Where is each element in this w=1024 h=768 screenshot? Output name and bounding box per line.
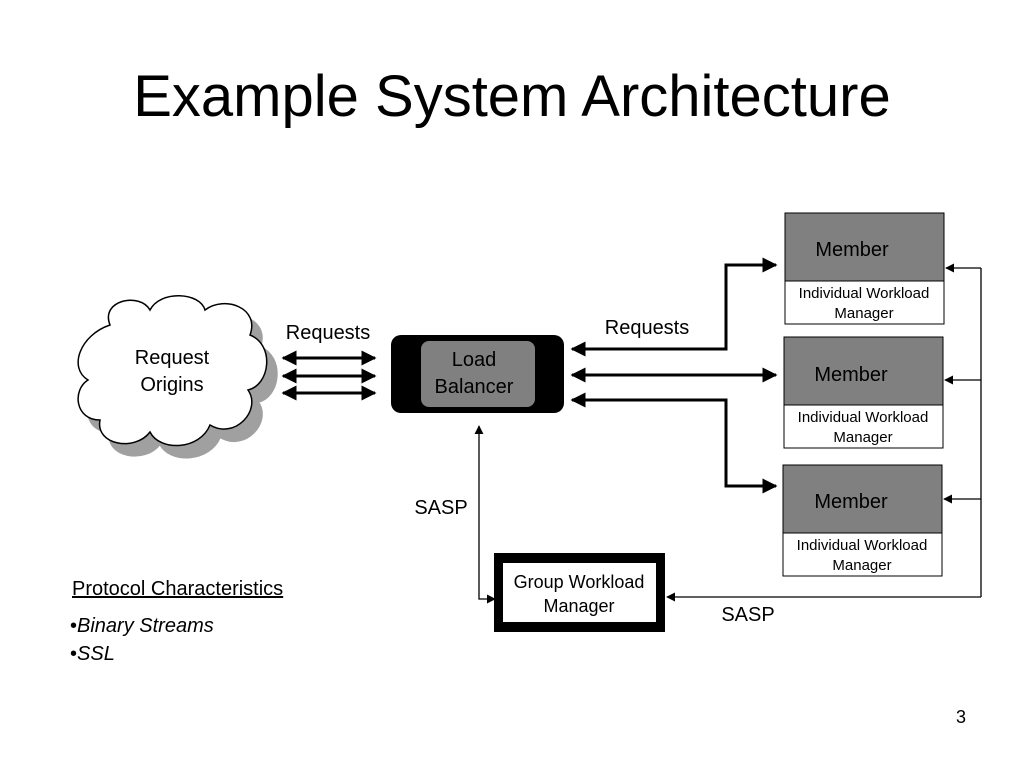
gwm-label-line1: Group Workload (514, 572, 645, 592)
group-workload-manager: Group Workload Manager (494, 553, 665, 632)
member-2-iwm-box (783, 404, 944, 449)
load-balancer: Load Balancer (391, 335, 564, 413)
member-3-iwm-line1: Individual Workload (797, 537, 928, 554)
member-1-box (784, 212, 945, 282)
member-2-iwm-line2: Manager (833, 429, 892, 446)
gwm-inner (503, 563, 656, 622)
member-3-iwm-line2: Manager (832, 557, 891, 574)
member-1: Member Individual Workload Manager (784, 212, 945, 325)
member-1-iwm-line1: Individual Workload (799, 285, 930, 302)
sasp-lb-gwm-arrow (474, 425, 496, 604)
request-arrows-left (281, 350, 377, 401)
member-request-arrows (570, 257, 778, 494)
cloud-label-line2: Origins (140, 374, 203, 396)
member-1-iwm-box (784, 280, 945, 325)
member-arrow-1 (570, 257, 778, 357)
member-2: Member Individual Workload Manager (783, 336, 944, 449)
member-1-label: Member (815, 239, 889, 261)
load-balancer-label-line1: Load (452, 349, 497, 371)
request-origins-cloud: Request Origins (77, 295, 278, 459)
slide-number: 3 (955, 707, 966, 727)
bullet: • (70, 643, 78, 665)
protocol-item-text: Binary Streams (77, 615, 214, 637)
requests-label-right: Requests (605, 317, 690, 339)
member-2-iwm-line1: Individual Workload (798, 409, 929, 426)
requests-label-left: Requests (286, 322, 371, 344)
member-2-label: Member (814, 364, 888, 386)
load-balancer-inner (421, 341, 535, 407)
cloud-label-line1: Request (135, 347, 210, 369)
sasp-member-bus (666, 263, 982, 602)
protocol-list: •Binary Streams •SSL (70, 612, 214, 668)
protocol-heading: Protocol Characteristics (72, 578, 284, 600)
bullet: • (70, 615, 78, 637)
slide-title: Example System Architecture (133, 64, 891, 129)
member-2-box (783, 336, 944, 406)
sasp-label-bottom: SASP (721, 604, 774, 626)
member-3: Member Individual Workload Manager (782, 464, 943, 577)
load-balancer-label-line2: Balancer (435, 376, 514, 398)
cloud-shape (77, 295, 268, 447)
protocol-item-text: SSL (77, 643, 115, 665)
member-3-box (782, 464, 943, 534)
member-3-iwm-box (782, 532, 943, 577)
sasp-label-vertical: SASP (414, 497, 467, 519)
gwm-label-line2: Manager (543, 596, 614, 616)
member-arrow-3 (570, 392, 778, 494)
protocol-item: •Binary Streams (70, 612, 214, 640)
member-1-iwm-line2: Manager (834, 305, 893, 322)
protocol-item: •SSL (70, 640, 214, 668)
member-3-label: Member (814, 491, 888, 513)
